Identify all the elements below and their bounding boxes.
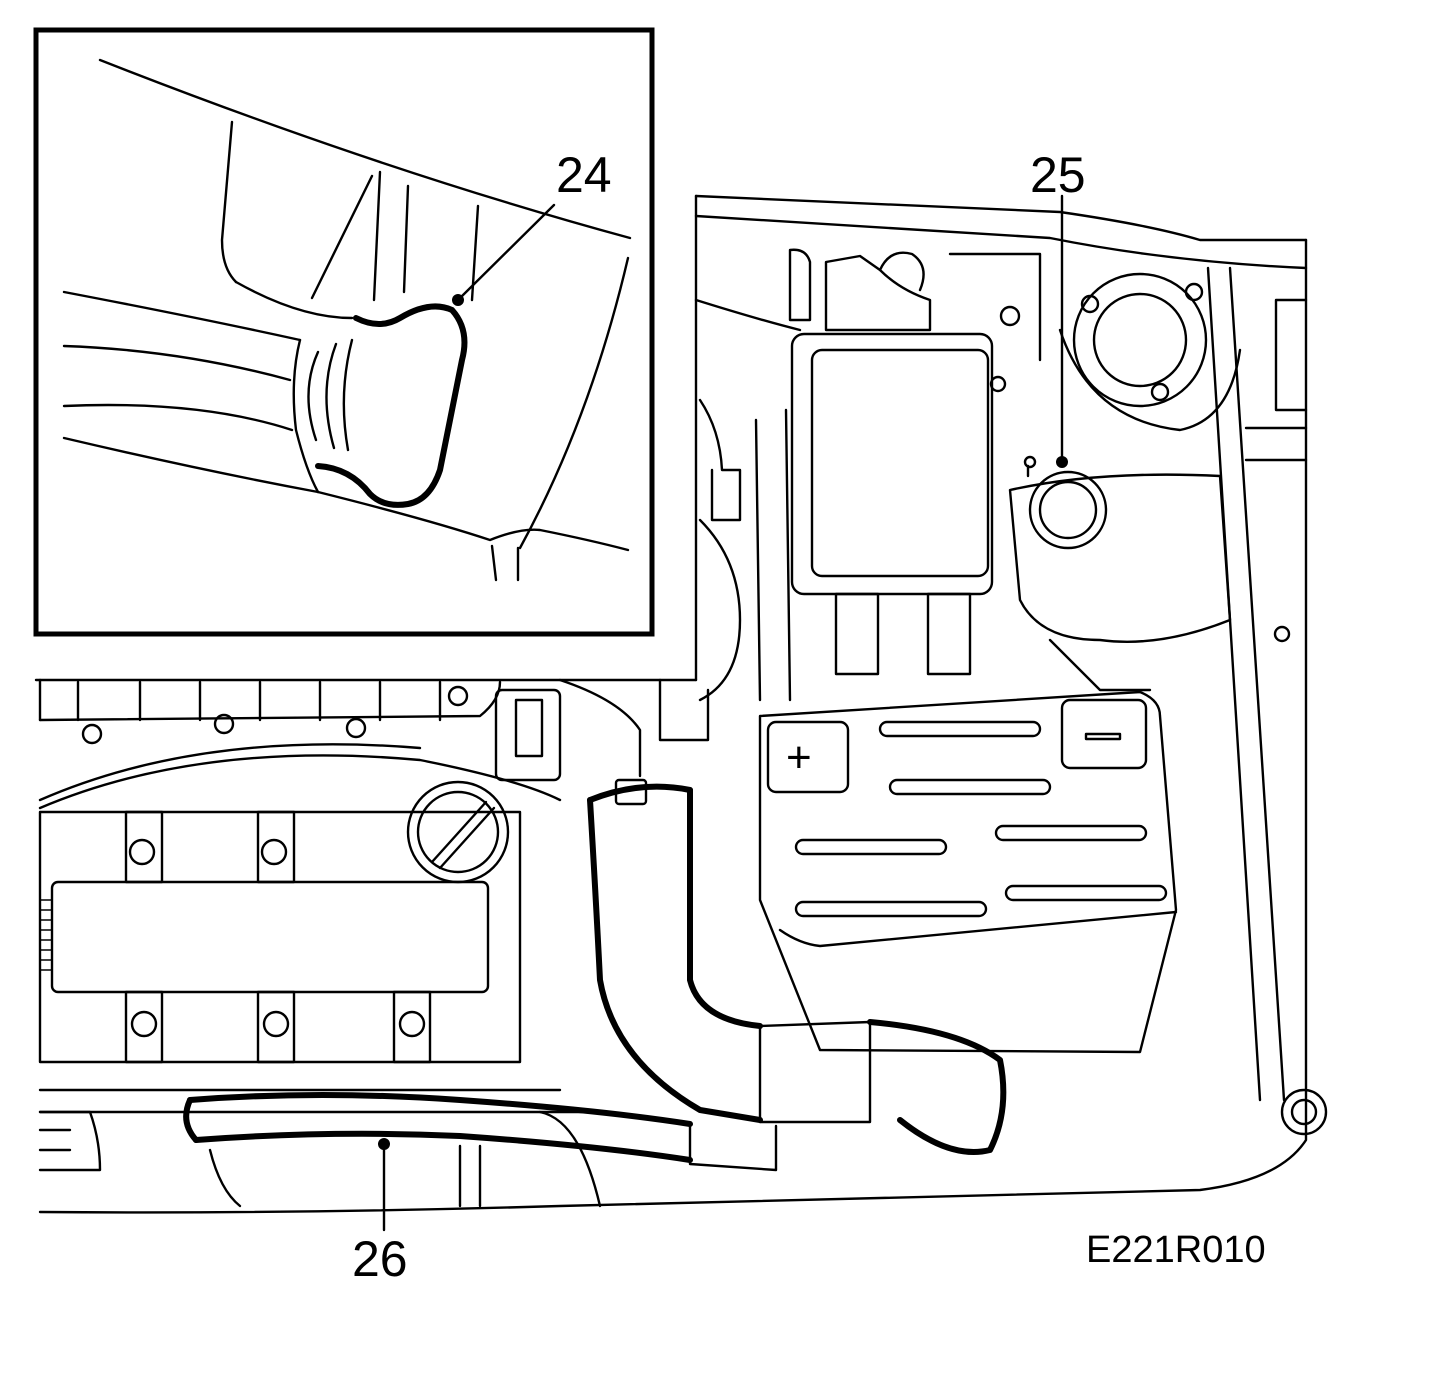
inset-detail-view xyxy=(33,27,655,637)
figure-code: E221R010 xyxy=(1086,1229,1266,1271)
callout-label-26: 26 xyxy=(352,1231,408,1287)
leader-dot-26 xyxy=(378,1138,390,1150)
leader-dot-25 xyxy=(1056,456,1068,468)
seal-outline xyxy=(315,303,468,508)
battery: + xyxy=(758,690,1178,1054)
oil-filler-cap xyxy=(406,780,510,884)
lower-hose xyxy=(183,1092,778,1232)
inset-frame xyxy=(33,27,655,637)
callout-label-24: 24 xyxy=(556,147,612,203)
fuse-box xyxy=(788,248,1042,676)
expansion-tank-cap xyxy=(1028,470,1108,550)
expansion-tank xyxy=(1008,194,1232,692)
callout-label-25: 25 xyxy=(1030,147,1086,203)
intake-hose xyxy=(587,778,1007,1155)
cylinder-head xyxy=(38,678,602,1114)
main-engine-view: + xyxy=(34,194,1328,1232)
leader-dot-24 xyxy=(452,294,464,306)
leader-line-24 xyxy=(456,203,556,302)
battery-plus-mark: + xyxy=(786,733,812,782)
strut-tower xyxy=(1072,272,1208,408)
